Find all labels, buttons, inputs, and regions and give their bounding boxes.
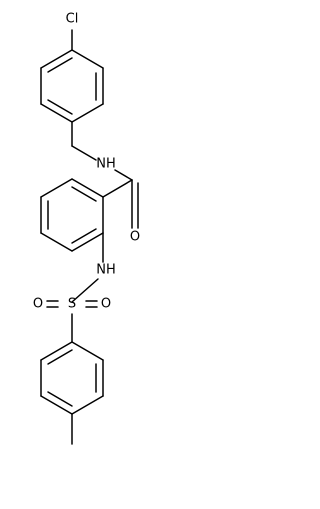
amide-nitrogen-label: NH [96, 157, 116, 172]
molecule-structure: Cl NH O NH S O O [33, 12, 142, 445]
sulfonyl-oxygen-right-label: O [101, 297, 111, 312]
sulfonyl-oxygen-left-label: O [33, 297, 43, 312]
amide-oxygen-label: O [130, 230, 140, 245]
atom-label-group: Cl NH O NH S O O [33, 12, 142, 312]
bond-lines [40, 29, 139, 445]
sulfur-label: S [68, 297, 76, 312]
chlorine-label: Cl [66, 12, 79, 27]
sulfonamide-nitrogen-label: NH [96, 263, 116, 278]
